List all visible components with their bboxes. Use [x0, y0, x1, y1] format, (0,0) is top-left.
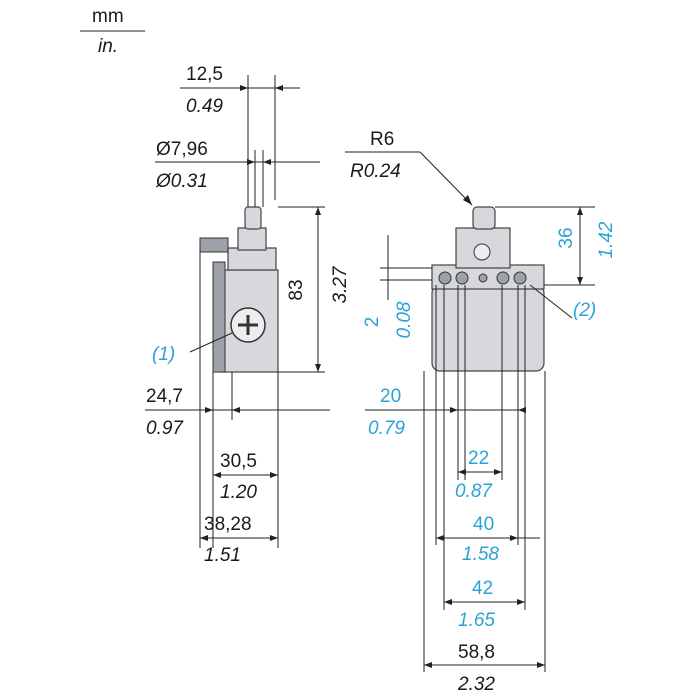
callout-2: (2) — [573, 300, 596, 321]
arrowhead — [577, 277, 583, 285]
screw-icon — [478, 273, 488, 283]
callout-leader — [189, 332, 233, 353]
arrowheads — [200, 85, 583, 668]
arrowhead — [518, 407, 526, 413]
dim-height-in: 3.27 — [330, 265, 351, 303]
dim-mount-42-in: 1.65 — [458, 610, 495, 631]
arrowhead — [247, 159, 255, 165]
arrowhead — [315, 207, 321, 215]
side-cable-gland — [199, 237, 229, 253]
unit-inch: in. — [98, 36, 118, 57]
dim-offset-in: 0.97 — [146, 418, 184, 439]
callout-leader — [529, 284, 573, 319]
dim-plunger-height-in: 1.42 — [596, 221, 617, 258]
front-plunger — [472, 206, 496, 230]
dim-depth-mm: 30,5 — [220, 451, 257, 472]
arrowhead — [263, 159, 271, 165]
callout-1: (1) — [152, 344, 175, 365]
side-plunger — [244, 206, 262, 230]
arrowhead — [494, 469, 502, 475]
dim-plunger-height-mm: 36 — [556, 227, 577, 248]
screw-icon — [513, 271, 527, 285]
dim-offset-mm: 24,7 — [146, 386, 183, 407]
screw-icon — [455, 271, 469, 285]
dim-width-in: 2.32 — [457, 674, 495, 695]
side-rear-plate — [212, 261, 226, 373]
dim-inner-mm: 20 — [380, 386, 401, 407]
arrowhead — [463, 195, 472, 205]
front-roller-icon — [473, 243, 491, 261]
dim-radius-in: R0.24 — [350, 161, 401, 182]
arrowhead — [232, 407, 240, 413]
arrowhead — [270, 472, 278, 478]
dim-lever-width-mm: 12,5 — [186, 64, 223, 85]
dim-gap-mm: 2 — [362, 317, 383, 328]
dim-mount-42-mm: 42 — [472, 578, 493, 599]
dim-depth-in: 1.20 — [220, 482, 257, 503]
arrowhead — [240, 85, 248, 91]
dim-height-mm: 83 — [286, 279, 307, 300]
arrowhead — [424, 662, 432, 668]
dim-gap-in: 0.08 — [394, 301, 415, 338]
dim-width-mm: 58,8 — [458, 642, 495, 663]
dim-radius-mm: R6 — [370, 129, 394, 150]
dim-lever-width-in: 0.49 — [186, 96, 223, 117]
arrowhead — [205, 407, 213, 413]
side-plunger-housing — [237, 227, 267, 251]
arrowhead — [200, 535, 208, 541]
arrowhead — [436, 535, 444, 541]
arrowhead — [510, 535, 518, 541]
arrowhead — [213, 472, 221, 478]
dim-inner-in: 0.79 — [368, 418, 405, 439]
dim-plunger-dia-mm: Ø7,96 — [156, 139, 208, 160]
arrowhead — [458, 469, 466, 475]
dim-plunger-dia-in: Ø0.31 — [155, 171, 208, 192]
arrowhead — [315, 364, 321, 372]
front-view: R6 R0.24 36 1.42 2 0.08 (2) 20 0.79 22 — [345, 129, 617, 695]
arrowhead — [537, 662, 545, 668]
dim-mount-40-in: 1.58 — [462, 544, 499, 565]
screw-icon — [438, 271, 452, 285]
arrowhead — [450, 407, 458, 413]
arrowhead — [577, 207, 583, 215]
arrowhead — [444, 599, 452, 605]
dim-mount-40-mm: 40 — [473, 514, 494, 535]
dim-hole-spacing-mm: 22 — [468, 448, 489, 469]
side-head — [227, 247, 277, 271]
screw-icon — [496, 271, 510, 285]
arrowhead — [517, 599, 525, 605]
unit-mm: mm — [92, 6, 124, 27]
units-legend: mm in. — [80, 6, 145, 57]
dim-hole-spacing-in: 0.87 — [455, 481, 493, 502]
leader-line — [419, 151, 473, 206]
arrowhead — [270, 535, 278, 541]
front-body — [431, 284, 545, 372]
arrowhead — [275, 85, 283, 91]
side-view: 12,5 0.49 Ø7,96 Ø0.31 83 3.27 (1) 24,7 0… — [145, 64, 351, 566]
dim-total-depth-in: 1.51 — [204, 545, 241, 566]
dim-total-depth-mm: 38,28 — [204, 514, 252, 535]
